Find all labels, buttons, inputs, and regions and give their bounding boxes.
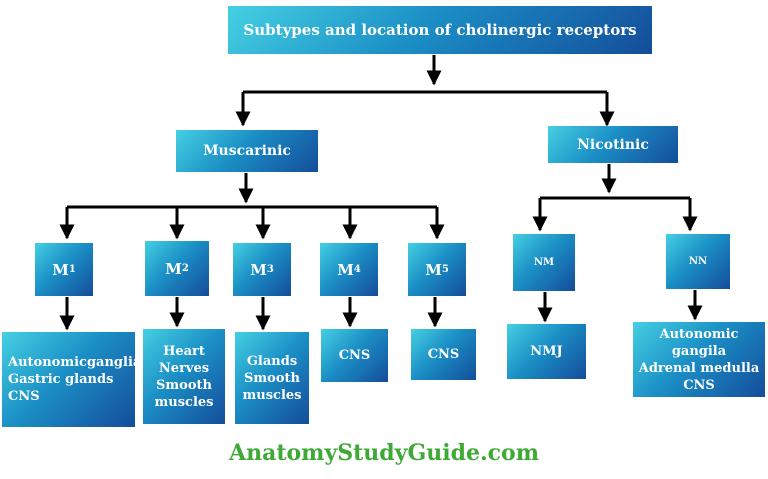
m3-locations: Glands Smooth muscles bbox=[235, 332, 309, 424]
m5-locations: CNS bbox=[411, 329, 476, 380]
m2-locations: Heart Nerves Smooth muscles bbox=[143, 329, 225, 424]
diagram-title: Subtypes and location of cholinergic rec… bbox=[228, 6, 652, 54]
nn-locations: Autonomic gangila Adrenal medulla CNS bbox=[633, 322, 765, 397]
muscarinic-node: Muscarinic bbox=[176, 130, 318, 172]
nicotinic-node: Nicotinic bbox=[548, 126, 678, 163]
nm-locations: NMJ bbox=[507, 324, 586, 379]
site-watermark: AnatomyStudyGuide.com bbox=[229, 440, 539, 466]
m4-locations: CNS bbox=[321, 329, 388, 382]
m1-locations: Autonomicganglia Gastric glands CNS bbox=[2, 332, 141, 427]
